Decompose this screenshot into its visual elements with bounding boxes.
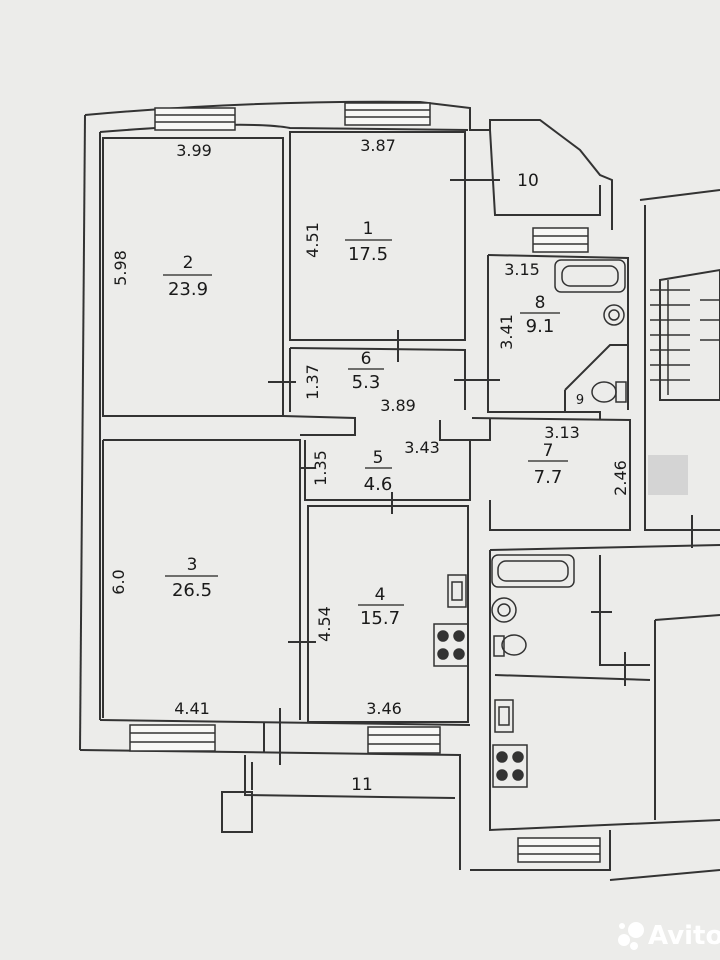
neighbor-bathtub-icon: [491, 554, 575, 588]
room-2-number: 2: [183, 253, 194, 273]
room-2-width-dim: 3.99: [176, 141, 212, 160]
room-6-area: 5.3: [352, 372, 381, 393]
neighbor-sink-icon: [491, 597, 517, 623]
room-5-area: 4.6: [364, 474, 393, 495]
room-6-height-dim: 1.37: [303, 364, 322, 400]
room-7-number: 7: [543, 441, 554, 461]
room-1-area: 17.5: [348, 244, 388, 265]
room-6-width-dim: 3.89: [380, 396, 416, 415]
neighbor-toilet-icon: [493, 634, 527, 657]
doors: [263, 330, 693, 765]
room-3-number: 3: [187, 555, 198, 575]
avito-watermark-text: Avito: [648, 921, 720, 951]
room-1-width-dim: 3.87: [360, 136, 396, 155]
kitchen-sink-icon: [447, 574, 467, 608]
room-7-area: 7.7: [534, 467, 563, 488]
room-4-area: 15.7: [360, 608, 400, 629]
room-5-width-dim: 3.43: [404, 438, 440, 457]
toilet-icon: [591, 381, 627, 403]
bathtub-icon: [554, 259, 626, 293]
room-8-height-dim: 3.41: [497, 314, 516, 350]
room-4-number: 4: [375, 585, 386, 605]
room-4-width-dim: 3.46: [366, 699, 402, 718]
room-3-width-dim: 4.41: [174, 699, 210, 718]
room-3-area: 26.5: [172, 580, 212, 601]
room-5-number: 5: [373, 448, 384, 468]
blurred-patch: [648, 455, 688, 495]
sink-icon: [603, 304, 625, 326]
neighbor-stove-icon: [492, 744, 528, 788]
room-2-area: 23.9: [168, 279, 208, 300]
interior-walls: [102, 131, 631, 723]
room-2-height-dim: 5.98: [111, 250, 130, 286]
room-1-number: 1: [363, 219, 374, 239]
room-9-number: 9: [576, 393, 584, 408]
room-7-width-dim: 3.13: [544, 423, 580, 442]
room-7-height-dim: 2.46: [611, 460, 630, 496]
neighbor-kitchen-sink-icon: [494, 699, 514, 733]
room-3-height-dim: 6.0: [109, 569, 128, 594]
stairs: [650, 280, 720, 395]
avito-logo-icon: [618, 922, 644, 950]
room-1-height-dim: 4.51: [303, 222, 322, 258]
room-8-number: 8: [535, 293, 546, 313]
room-11-number: 11: [351, 775, 373, 795]
room-10-number: 10: [517, 171, 539, 191]
windows: [129, 102, 601, 863]
balcony-11: [221, 755, 456, 833]
stove-icon: [433, 623, 469, 667]
room-5-height-dim: 1.35: [311, 450, 330, 486]
balcony-10: [450, 129, 601, 216]
room-label-bars: [163, 239, 568, 606]
room-6-number: 6: [361, 349, 372, 369]
room-8-area: 9.1: [526, 316, 555, 337]
room-4-height-dim: 4.54: [315, 606, 334, 642]
room-8-width-dim: 3.15: [504, 260, 540, 279]
